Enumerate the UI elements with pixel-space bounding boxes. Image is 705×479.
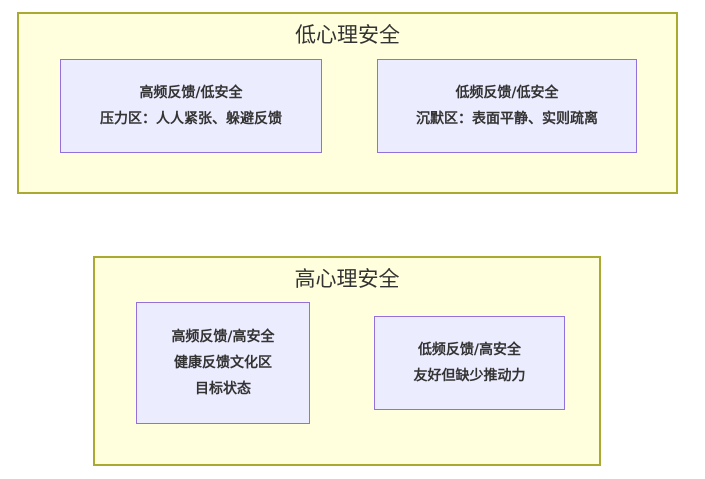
node-silent-zone: 低频反馈/低安全 沉默区：表面平静、实则疏离	[377, 59, 637, 153]
node-healthy-feedback-zone-line-1: 高频反馈/高安全	[171, 329, 275, 345]
node-stress-zone: 高频反馈/低安全 压力区：人人紧张、躲避反馈	[60, 59, 322, 153]
node-healthy-feedback-zone-line-3: 目标状态	[195, 381, 251, 397]
node-silent-zone-line-1: 低频反馈/低安全	[455, 85, 559, 101]
node-healthy-feedback-zone: 高频反馈/高安全 健康反馈文化区 目标状态	[136, 302, 310, 424]
node-stress-zone-line-2: 压力区：人人紧张、躲避反馈	[100, 111, 282, 127]
cluster-low-psych-safety-title: 低心理安全	[295, 23, 400, 47]
node-healthy-feedback-zone-line-2: 健康反馈文化区	[174, 355, 272, 371]
node-stress-zone-line-1: 高频反馈/低安全	[139, 85, 243, 101]
node-silent-zone-line-2: 沉默区：表面平静、实则疏离	[416, 111, 598, 127]
node-friendly-zone-line-1: 低频反馈/高安全	[417, 342, 522, 358]
cluster-high-psych-safety-title: 高心理安全	[294, 267, 400, 291]
cluster-low-psych-safety: 低心理安全 高频反馈/低安全 压力区：人人紧张、躲避反馈 低频反馈/低安全 沉默…	[17, 12, 678, 194]
node-friendly-zone: 低频反馈/高安全 友好但缺少推动力	[374, 316, 565, 410]
cluster-high-psych-safety: 高心理安全 高频反馈/高安全 健康反馈文化区 目标状态 低频反馈/高安全 友好但…	[93, 256, 601, 466]
node-friendly-zone-line-2: 友好但缺少推动力	[413, 368, 526, 384]
